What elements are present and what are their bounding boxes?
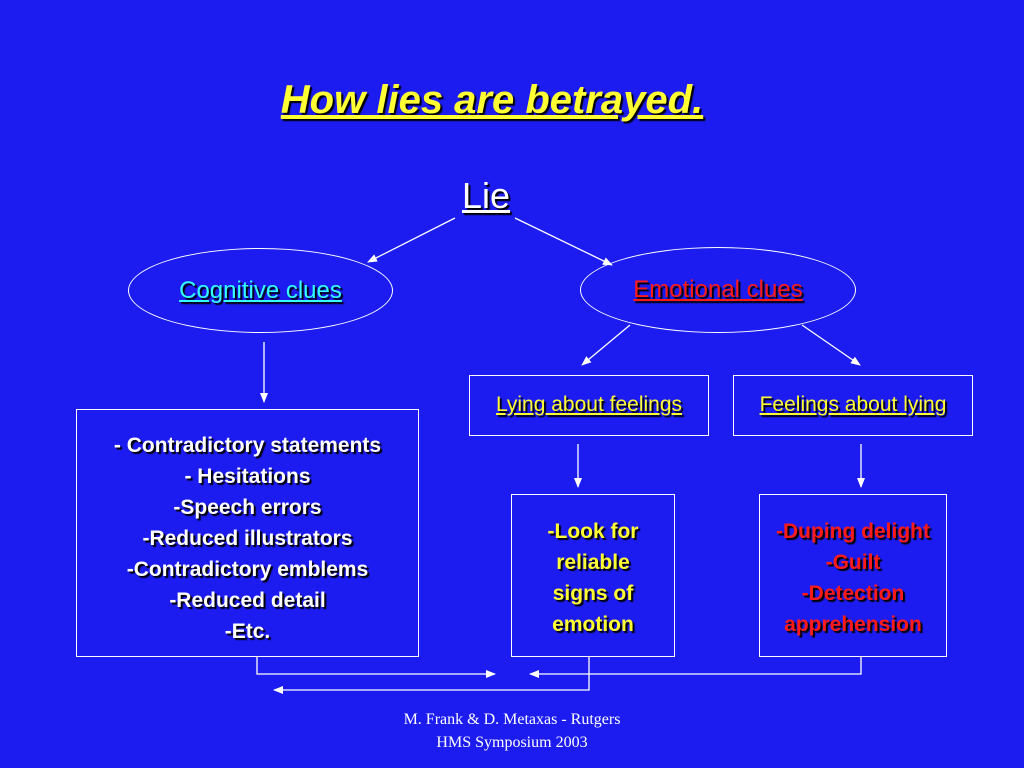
look-for-signs-box: -Look for reliable signs of emotion xyxy=(511,494,675,657)
list-item: -Speech errors xyxy=(173,496,322,519)
feelings-about-lying-box: Feelings about lying xyxy=(733,375,973,436)
page-title: How lies are betrayed. xyxy=(280,78,704,122)
footer-line-2: HMS Symposium 2003 xyxy=(436,734,588,751)
list-item: -Guilt xyxy=(825,551,881,574)
footer-line-1: M. Frank & D. Metaxas - Rutgers xyxy=(403,711,621,728)
duping-delight-box: -Duping delight -Guilt -Detection appreh… xyxy=(759,494,947,657)
list-item: signs of xyxy=(552,582,634,605)
connector-cognitive-bottom xyxy=(256,657,496,678)
list-item: apprehension xyxy=(784,613,922,636)
list-item: -Detection xyxy=(801,582,905,605)
lying-about-feelings-label: Lying about feelings xyxy=(495,393,683,416)
connector-look-bottom xyxy=(273,657,590,694)
connector-duping-bottom xyxy=(529,657,862,678)
list-item: -Contradictory emblems xyxy=(126,558,369,581)
emotional-clues-label: Emotional clues xyxy=(633,276,803,303)
footer-credit: M. Frank & D. Metaxas - Rutgers HMS Symp… xyxy=(332,708,692,754)
list-item: -Etc. xyxy=(224,620,271,643)
arrow-lie-to-cognitive xyxy=(367,217,456,263)
arrow-emotional-to-feelings-lying xyxy=(801,324,861,366)
list-item: - Hesitations xyxy=(184,465,311,488)
arrow-lie-to-emotional xyxy=(514,217,613,266)
list-item: reliable xyxy=(556,551,630,574)
cognitive-clues-node: Cognitive clues xyxy=(128,248,393,333)
list-item: -Reduced illustrators xyxy=(142,527,353,550)
list-item: - Contradictory statements xyxy=(113,434,382,457)
list-item: emotion xyxy=(552,613,634,636)
list-item: -Look for xyxy=(547,520,639,543)
lying-about-feelings-box: Lying about feelings xyxy=(469,375,709,436)
list-item: -Duping delight xyxy=(776,520,930,543)
lie-node: Lie xyxy=(461,175,511,216)
feelings-about-lying-label: Feelings about lying xyxy=(759,393,947,416)
emotional-clues-node: Emotional clues xyxy=(580,247,856,333)
cognitive-clues-label: Cognitive clues xyxy=(179,276,342,304)
cognitive-clues-list: - Contradictory statements - Hesitations… xyxy=(76,409,419,657)
arrow-emotional-to-lying-feelings xyxy=(581,324,631,366)
list-item: -Reduced detail xyxy=(169,589,326,612)
